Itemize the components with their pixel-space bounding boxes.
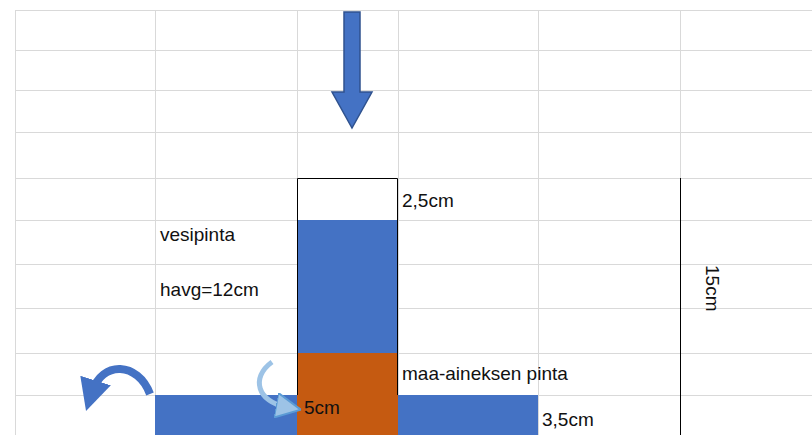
spreadsheet-grid: [15, 10, 812, 435]
outflow-curved-arrow: [92, 369, 150, 394]
grid-line: [398, 10, 399, 435]
average-head-label: havg=12cm: [160, 279, 259, 301]
dimension-label: 15cm: [701, 265, 723, 311]
inflow-arrow: [332, 12, 372, 128]
grid-line: [15, 308, 812, 309]
tube-empty-part: [297, 178, 398, 220]
dimension-label: 2,5cm: [402, 190, 454, 212]
grid-line: [15, 50, 812, 51]
soil-sample: [297, 353, 398, 435]
water-level-label: vesipinta: [160, 224, 235, 246]
grid-line: [15, 10, 812, 11]
grid-line: [15, 10, 16, 435]
grid-line: [680, 10, 681, 435]
grid-line: [15, 178, 812, 179]
height-dimension-line: [680, 178, 681, 435]
grid-line: [15, 220, 812, 221]
dimension-label: 5cm: [304, 397, 340, 419]
tube-outline: [298, 179, 398, 396]
grid-line: [15, 132, 812, 133]
dimension-label: 3,5cm: [542, 409, 594, 431]
grid-line: [15, 353, 812, 354]
grid-line: [155, 10, 156, 435]
soil-surface-label: maa-aineksen pinta: [402, 363, 568, 385]
flow-curved-arrow: [259, 362, 286, 407]
grid-line: [15, 264, 812, 265]
water-column: [297, 220, 398, 353]
grid-line: [15, 90, 812, 91]
